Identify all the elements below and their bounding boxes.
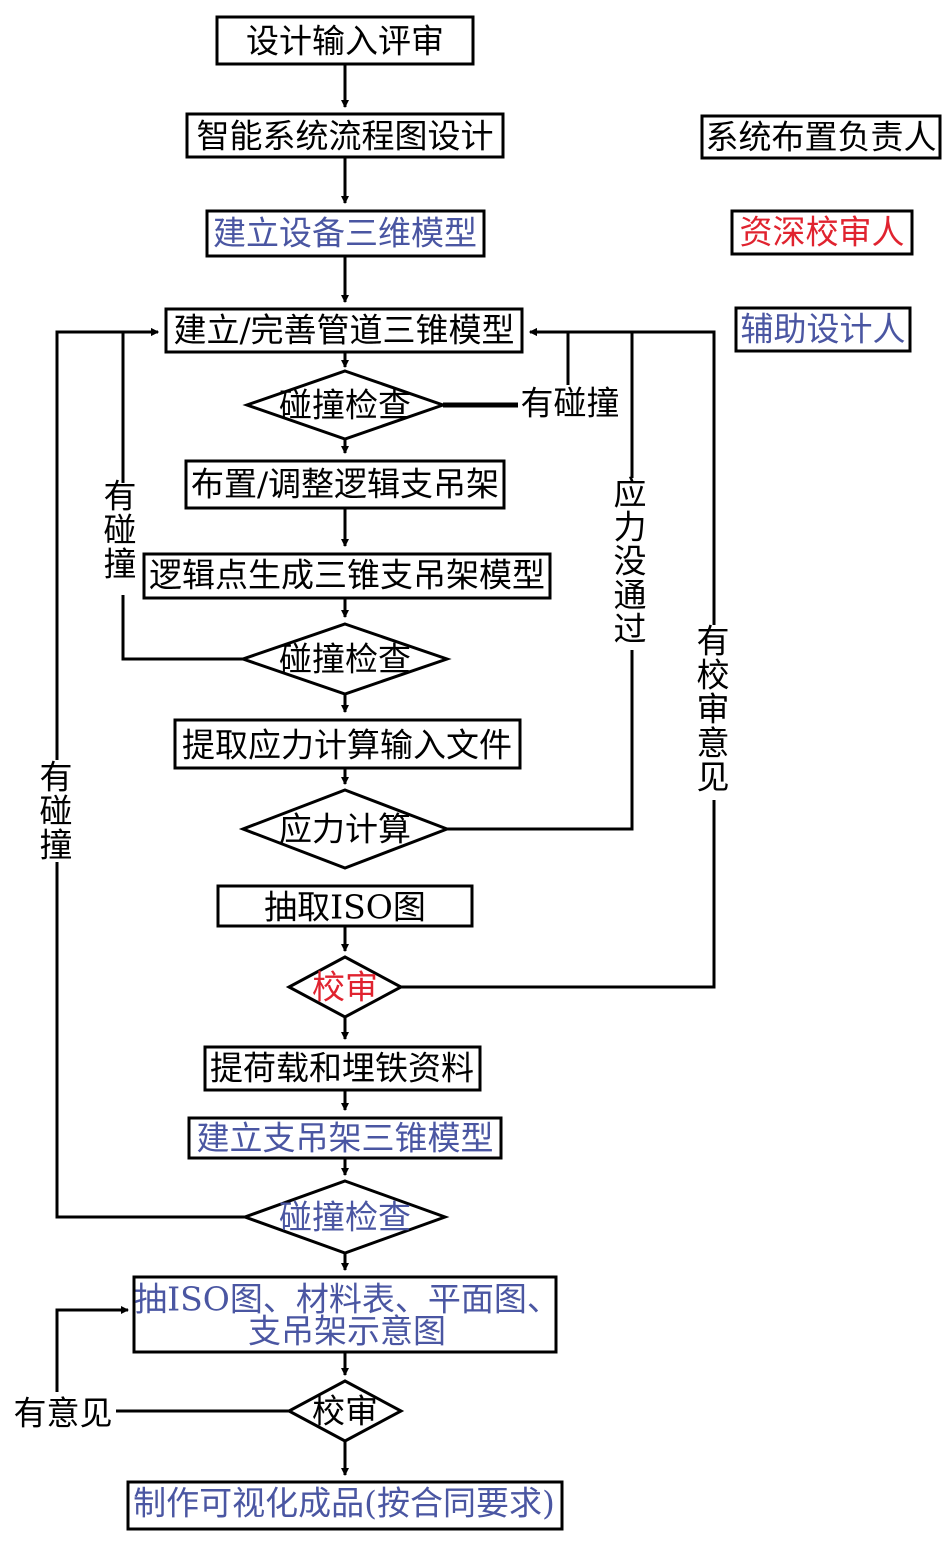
svg-text:没: 没 (614, 542, 647, 581)
svg-text:校审: 校审 (312, 968, 378, 1007)
svg-text:有: 有 (40, 758, 73, 797)
feedback-review-comments (401, 328, 716, 989)
svg-text:逻辑点生成三锥支吊架模型: 逻辑点生成三锥支吊架模型 (149, 556, 545, 595)
svg-text:应力计算: 应力计算 (279, 810, 411, 849)
svg-text:建立设备三维模型: 建立设备三维模型 (213, 214, 477, 253)
svg-text:有: 有 (697, 622, 730, 661)
svg-text:建立支吊架三锥模型: 建立支吊架三锥模型 (197, 1119, 494, 1158)
step-visual-deliverables: 制作可视化成品(按合同要求) (126, 1480, 564, 1531)
decision-collision-check-2: 碰撞检查 (238, 622, 452, 696)
svg-text:审: 审 (697, 690, 730, 729)
step-extract-stress-input: 提取应力计算输入文件 (173, 718, 522, 770)
svg-text:撞: 撞 (40, 826, 73, 865)
svg-text:过: 过 (614, 610, 647, 649)
label-collision-left-inner: 有 碰 撞 (104, 477, 137, 584)
step-generate-support-model: 逻辑点生成三锥支吊架模型 (142, 552, 552, 600)
svg-text:通: 通 (614, 576, 647, 615)
svg-text:提荷载和埋铁资料: 提荷载和埋铁资料 (210, 1049, 474, 1088)
label-review-comments-bottom: 有意见 (14, 1394, 113, 1433)
label-stress-failed: 应 力 没 通 过 (614, 474, 647, 649)
step-extract-drawings: 抽ISO图、材料表、平面图、 支吊架示意图 (132, 1275, 560, 1354)
legend-system-owner: 系统布置负责人 (700, 114, 942, 160)
label-collision-right: 有碰撞 (521, 384, 620, 423)
svg-text:辅助设计人: 辅助设计人 (741, 310, 906, 349)
svg-text:制作可视化成品(按合同要求): 制作可视化成品(按合同要求) (133, 1484, 555, 1523)
svg-text:校: 校 (697, 656, 730, 695)
decision-collision-check-3: 碰撞检查 (240, 1179, 450, 1255)
svg-text:碰撞检查: 碰撞检查 (279, 386, 411, 425)
svg-text:抽ISO图、材料表、平面图、: 抽ISO图、材料表、平面图、 (134, 1280, 560, 1319)
decision-stress-calc: 应力计算 (238, 788, 452, 870)
svg-text:智能系统流程图设计: 智能系统流程图设计 (197, 117, 494, 156)
step-equipment-3d-model: 建立设备三维模型 (205, 209, 486, 258)
decision-collision-check-1: 碰撞检查 (242, 369, 448, 441)
step-load-embedded-data: 提荷载和埋铁资料 (203, 1045, 482, 1092)
feedback-stress-failed (447, 332, 634, 831)
svg-text:碰: 碰 (104, 511, 137, 550)
svg-text:力: 力 (614, 508, 647, 547)
step-support-3d-model: 建立支吊架三锥模型 (187, 1116, 503, 1160)
step-flowchart-design: 智能系统流程图设计 (185, 112, 505, 159)
svg-text:资深校审人: 资深校审人 (740, 213, 905, 252)
legend-assistant-designer: 辅助设计人 (734, 306, 912, 353)
svg-text:建立/完善管道三锥模型: 建立/完善管道三锥模型 (173, 311, 514, 350)
svg-text:应: 应 (614, 474, 647, 513)
svg-text:撞: 撞 (104, 545, 137, 584)
label-collision-left-outer: 有 碰 撞 (40, 758, 73, 865)
svg-text:意: 意 (697, 724, 730, 763)
decision-review-1: 校审 (285, 955, 405, 1019)
svg-text:设计输入评审: 设计输入评审 (246, 22, 444, 61)
step-design-input-review: 设计输入评审 (215, 15, 475, 66)
svg-text:见: 见 (697, 758, 730, 797)
svg-text:系统布置负责人: 系统布置负责人 (706, 118, 937, 157)
decision-review-2: 校审 (285, 1379, 405, 1443)
feedback-review-bottom (55, 1306, 290, 1413)
feedback-collision-left-outer (55, 328, 245, 1219)
svg-text:校审: 校审 (312, 1392, 378, 1431)
svg-text:抽取ISO图: 抽取ISO图 (264, 888, 426, 927)
svg-text:提取应力计算输入文件: 提取应力计算输入文件 (182, 726, 512, 765)
svg-text:支吊架示意图: 支吊架示意图 (248, 1312, 446, 1351)
step-pipe-3d-model: 建立/完善管道三锥模型 (164, 307, 524, 354)
svg-text:碰撞检查: 碰撞检查 (279, 640, 411, 679)
svg-text:布置/调整逻辑支吊架: 布置/调整逻辑支吊架 (191, 465, 499, 504)
svg-text:有: 有 (104, 477, 137, 516)
step-extract-iso: 抽取ISO图 (216, 884, 474, 928)
svg-text:碰: 碰 (40, 792, 73, 831)
label-review-comments-vertical: 有 校 审 意 见 (697, 622, 730, 797)
step-arrange-logic-supports: 布置/调整逻辑支吊架 (184, 459, 506, 510)
svg-text:碰撞检查: 碰撞检查 (279, 1198, 411, 1237)
legend-senior-reviewer: 资深校审人 (730, 209, 914, 256)
